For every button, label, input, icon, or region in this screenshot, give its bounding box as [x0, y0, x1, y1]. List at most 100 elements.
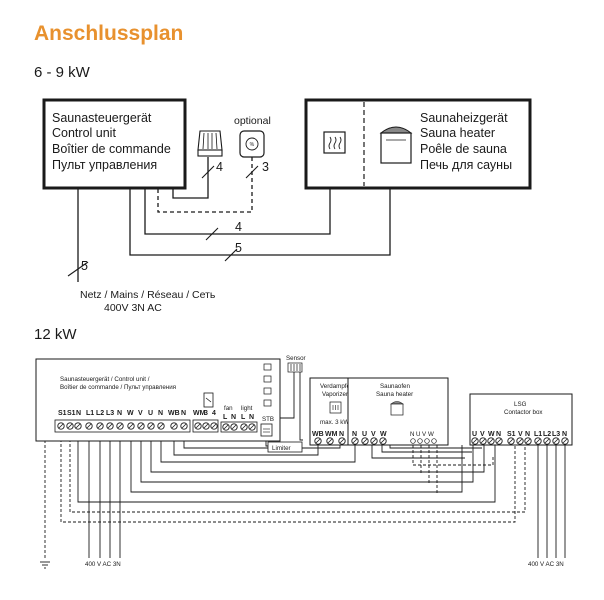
svg-text:L2: L2	[543, 431, 551, 438]
sensor-cable-count: 4	[216, 160, 223, 174]
humidity-sensor-icon: %	[239, 130, 265, 158]
sensor-icon-b	[287, 362, 303, 373]
svg-text:WB: WB	[312, 431, 324, 438]
page-title: Anschlussplan	[34, 22, 184, 45]
svg-text:N: N	[339, 431, 344, 438]
wiring-12kw	[44, 372, 566, 558]
contactor-label-2: Contactor box	[504, 409, 543, 416]
ctrl-terminal-labels: S1 S1 N L1 L2 L3 N W V U N WB N WM 3 4 f…	[58, 405, 254, 421]
control-unit-label-b1: Saunasteuergerät / Control unit /	[60, 376, 150, 383]
stb-terminal	[260, 423, 273, 437]
svg-text:N: N	[249, 414, 254, 421]
svg-text:Пульт управления: Пульт управления	[52, 158, 157, 172]
svg-text:U: U	[362, 431, 367, 438]
control-unit-box-a	[42, 98, 187, 190]
svg-text:WB: WB	[168, 410, 180, 417]
svg-text:N: N	[117, 410, 122, 417]
svg-text:N: N	[76, 410, 81, 417]
svg-text:N: N	[181, 410, 186, 417]
svg-text:L3: L3	[106, 410, 114, 417]
svg-text:N: N	[231, 414, 236, 421]
light-label: light	[241, 405, 253, 412]
heater-cable-a-count: 4	[235, 220, 242, 234]
svg-text:%: %	[250, 142, 255, 148]
mains-label-left: 400 V AC 3N	[85, 561, 121, 568]
svg-text:N: N	[352, 431, 357, 438]
steam-heat-icon	[323, 131, 346, 154]
mains-voltage: 400V 3N AC	[104, 302, 162, 314]
svg-text:Sauna heater: Sauna heater	[420, 126, 495, 140]
section-heading-12kw: 12 kW	[34, 326, 77, 343]
cable-ticks	[67, 165, 259, 277]
optional-cable-count: 3	[262, 160, 269, 174]
fan-label: fan	[224, 405, 233, 412]
svg-text:N: N	[158, 410, 163, 417]
vaporizer-terminal-block	[314, 437, 346, 445]
svg-text:Control unit: Control unit	[52, 126, 116, 140]
svg-text:L1: L1	[86, 410, 94, 417]
ground-icon-left	[40, 561, 50, 569]
svg-text:V: V	[422, 431, 427, 438]
limiter-box	[267, 441, 303, 453]
svg-text:L1: L1	[534, 431, 542, 438]
heater-label-b2: Sauna heater	[376, 391, 413, 398]
svg-text:N: N	[496, 431, 501, 438]
svg-text:W: W	[380, 431, 387, 438]
heater-stove-icon-b	[390, 401, 404, 416]
stb-label: STB	[262, 416, 274, 423]
contactor-terminal-labels: U V W N S1 V N L1 L2 L3 N	[472, 431, 567, 438]
svg-text:W: W	[488, 431, 495, 438]
vaporizer-label-2: Vaporizer	[322, 391, 348, 398]
svg-text:N: N	[525, 431, 530, 438]
relay-icon	[203, 392, 214, 408]
optional-sensor-cable	[157, 157, 253, 213]
svg-text:N: N	[410, 431, 414, 438]
sensor-cable	[172, 157, 209, 199]
svg-text:V: V	[371, 431, 376, 438]
svg-text:L3: L3	[552, 431, 560, 438]
svg-text:W: W	[428, 431, 434, 438]
svg-text:4: 4	[212, 410, 216, 417]
control-unit-label-b2: Boîtier de commande / Пульт управления	[60, 384, 176, 391]
heater-terminal-labels-b: N U V W	[410, 431, 434, 438]
heater-label-b1: Saunaofen	[380, 383, 410, 390]
contactor-box	[469, 393, 573, 446]
svg-text:U: U	[148, 410, 153, 417]
heater-label-a: Saunaheizgerät Sauna heater Poêle de sau…	[420, 111, 512, 172]
svg-text:W: W	[127, 410, 134, 417]
vaporizer-terminal-labels: WB WM N	[312, 431, 344, 438]
svg-text:V: V	[518, 431, 523, 438]
svg-text:WM: WM	[193, 410, 206, 417]
svg-text:WM: WM	[325, 431, 338, 438]
svg-text:Poêle de sauna: Poêle de sauna	[420, 142, 507, 156]
svg-text:S1: S1	[67, 410, 76, 417]
mains-label-right: 400 V AC 3N	[528, 561, 564, 568]
heater-terminal-labels-a: N U V W	[352, 431, 387, 438]
limiter-label: Limiter	[272, 445, 291, 452]
heater-cable-a	[144, 188, 331, 235]
section-heading-6-9kw: 6 - 9 kW	[34, 64, 90, 81]
heater-cable-b	[129, 188, 391, 256]
svg-text:U: U	[416, 431, 420, 438]
svg-text:V: V	[138, 410, 143, 417]
svg-text:N: N	[562, 431, 567, 438]
control-unit-label-a: Saunasteuergerät Control unit Boîtier de…	[52, 111, 171, 172]
mains-cable-count: 5	[81, 259, 88, 273]
ctrl-terminal-block	[54, 419, 258, 433]
control-unit-parts	[263, 363, 272, 407]
vaporizer-steam-icon	[329, 401, 342, 414]
svg-text:V: V	[480, 431, 485, 438]
heater-terminal-block	[351, 437, 437, 445]
svg-text:S1: S1	[58, 410, 67, 417]
contactor-label-1: LSG	[514, 401, 527, 408]
svg-text:L2: L2	[96, 410, 104, 417]
vaporizer-max: max. 3 kW	[320, 419, 349, 426]
svg-text:Печь для сауны: Печь для сауны	[420, 158, 512, 172]
svg-text:Saunasteuergerät: Saunasteuergerät	[52, 111, 152, 125]
sensor-label: Sensor	[286, 355, 306, 362]
sauna-stove-icon	[379, 126, 413, 164]
svg-text:Saunaheizgerät: Saunaheizgerät	[420, 111, 508, 125]
svg-text:3: 3	[204, 410, 208, 417]
svg-text:Boîtier de commande: Boîtier de commande	[52, 142, 171, 156]
